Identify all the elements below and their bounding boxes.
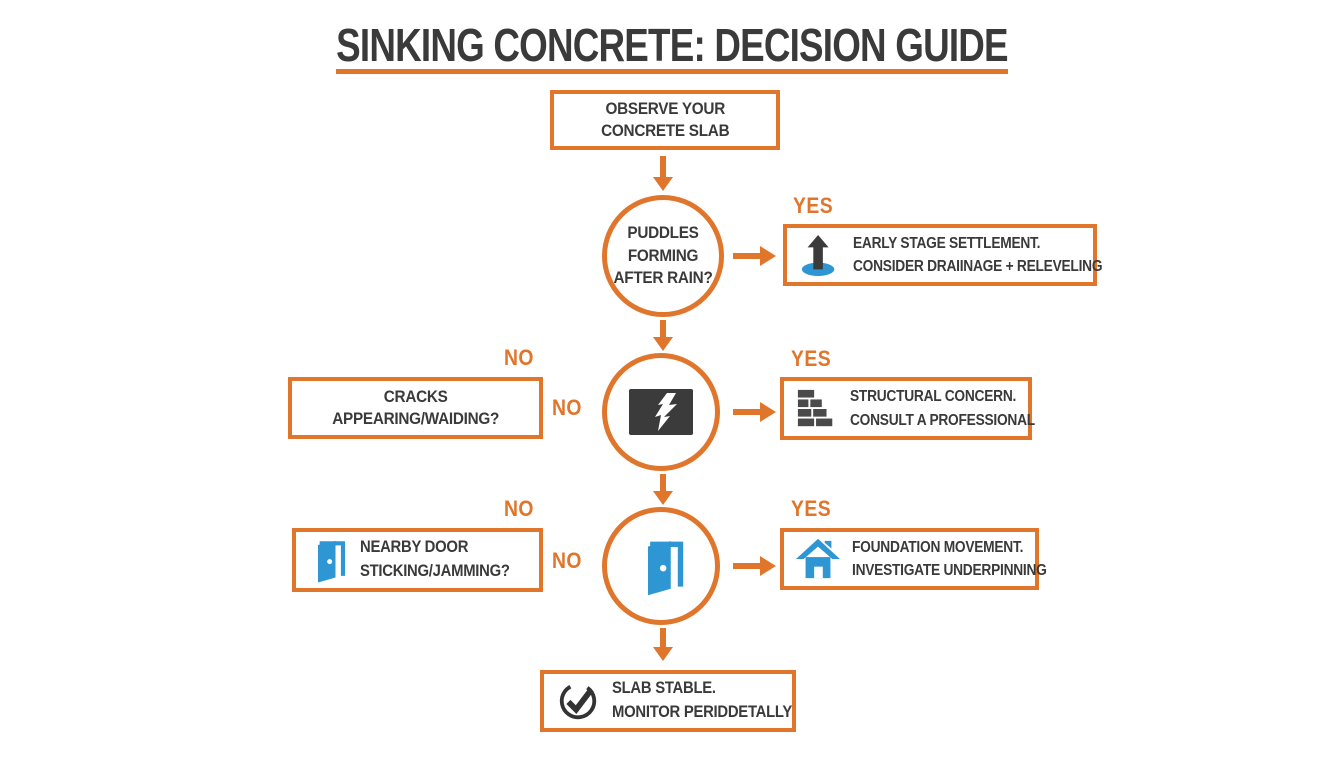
- flow-arrow-down: [653, 628, 673, 661]
- flow-arrow-down: [653, 156, 673, 191]
- flow-arrow-right: [733, 246, 776, 266]
- no-label-row3-top: NO: [504, 496, 534, 521]
- title-underline: [336, 69, 1008, 74]
- side-box-cracks: CRACKS APPEARING/WAIDING?: [288, 377, 543, 439]
- cracked-slab-icon: [629, 389, 693, 435]
- flow-arrow-down: [653, 474, 673, 505]
- no-label-row3-side: NO: [552, 548, 582, 573]
- yes-label-row2: YES: [791, 346, 832, 371]
- result-box-structural: STRUCTURAL CONCERN. CONSULT A PROFESSION…: [780, 377, 1035, 440]
- flow-arrow-right: [733, 402, 776, 422]
- start-box-text: OBSERVE YOUR CONCRETE SLAB: [600, 98, 730, 140]
- flow-arrow-right: [733, 556, 776, 576]
- page-title: SINKING CONCRETE: DECISION GUIDE: [336, 19, 1008, 71]
- decision-circle-door: [602, 507, 720, 625]
- side-box-door: NEARBY DOOR STICKING/JAMMING?: [292, 528, 543, 592]
- result-box-early-settlement: EARLY STAGE SETTLEMENT. CONSIDER DRAIINA…: [783, 224, 1103, 286]
- no-label-row2-top: NO: [504, 345, 534, 370]
- result-text-foundation: FOUNDATION MOVEMENT. INVESTIGATE UNDERPI…: [852, 538, 1047, 579]
- decision-circle-puddles: PUDDLES FORMING AFTER RAIN?: [602, 195, 724, 317]
- result-text-structural: STRUCTURAL CONCERN. CONSULT A PROFESSION…: [850, 388, 1035, 429]
- brick-wall-icon: [797, 389, 833, 426]
- start-box: OBSERVE YOUR CONCRETE SLAB: [550, 90, 780, 150]
- open-door-icon: [648, 541, 684, 596]
- end-box: SLAB STABLE. MONITOR PERIDDETALLY: [540, 670, 796, 732]
- flow-arrow-down: [653, 320, 673, 351]
- yes-label-row1: YES: [793, 193, 834, 218]
- decision-circle-puddles-text: PUDDLES FORMING AFTER RAIN?: [613, 222, 713, 288]
- house-icon: [796, 538, 840, 579]
- side-box-cracks-text: CRACKS APPEARING/WAIDING?: [332, 386, 499, 428]
- puddle-arrow-icon: [801, 234, 835, 276]
- result-text-early-settlement: EARLY STAGE SETTLEMENT. CONSIDER DRAIINA…: [853, 234, 1103, 275]
- yes-label-row3: YES: [791, 496, 832, 521]
- check-mark-icon: [559, 682, 597, 720]
- decision-circle-cracks: [602, 353, 720, 471]
- end-box-text: SLAB STABLE. MONITOR PERIDDETALLY: [612, 679, 792, 721]
- no-label-row2-side: NO: [552, 395, 582, 420]
- result-box-foundation: FOUNDATION MOVEMENT. INVESTIGATE UNDERPI…: [780, 528, 1047, 590]
- side-box-door-text: NEARBY DOOR STICKING/JAMMING?: [360, 538, 510, 580]
- open-door-icon: [318, 540, 346, 583]
